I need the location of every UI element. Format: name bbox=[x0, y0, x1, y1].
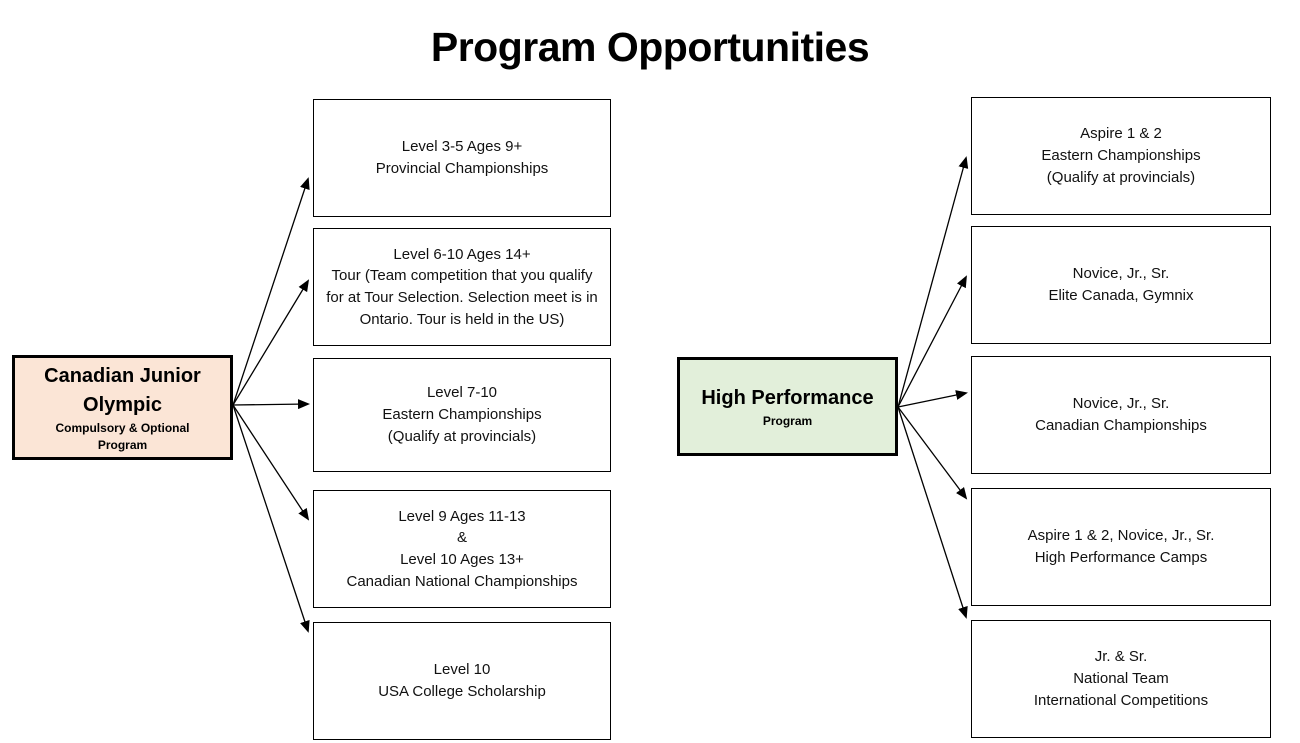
connector-arrow bbox=[897, 390, 968, 408]
opportunity-text: Eastern Championships bbox=[382, 406, 542, 424]
opportunity-text: National Team bbox=[1073, 670, 1169, 688]
opportunity-text: Aspire 1 & 2, Novice, Jr., Sr. bbox=[1027, 527, 1215, 545]
opportunity-text: Level 10 bbox=[433, 661, 491, 679]
connector-arrow bbox=[897, 406, 968, 500]
program-subtitle: Program bbox=[97, 437, 148, 452]
opportunity-box-canadian-championships: Novice, Jr., Sr. Canadian Championships bbox=[971, 356, 1271, 474]
page-title: Program Opportunities bbox=[430, 24, 870, 70]
opportunity-text: Level 7-10 bbox=[426, 384, 498, 402]
program-name: Olympic bbox=[83, 394, 162, 417]
opportunity-text: Level 3-5 Ages 9+ bbox=[401, 138, 523, 156]
connector-arrow bbox=[232, 404, 310, 521]
opportunity-text: International Competitions bbox=[1033, 691, 1209, 709]
opportunity-text: Level 10 Ages 13+ bbox=[400, 551, 524, 568]
connector-arrow bbox=[897, 406, 968, 619]
opportunity-text: Novice, Jr., Sr. bbox=[1072, 395, 1170, 413]
opportunity-box-elite-canada-gymnix: Novice, Jr., Sr. Elite Canada, Gymnix bbox=[971, 226, 1271, 344]
opportunity-text: Aspire 1 & 2 bbox=[1080, 125, 1162, 143]
connector-arrow bbox=[897, 156, 969, 408]
opportunity-text: Elite Canada, Gymnix bbox=[1048, 287, 1194, 304]
opportunity-text: High Performance Camps bbox=[1034, 549, 1208, 566]
connector-arrow bbox=[232, 404, 310, 633]
opportunity-text: (Qualify at provincials) bbox=[387, 427, 537, 445]
program-subtitle: Compulsory & Optional bbox=[55, 421, 190, 436]
opportunity-text: Level 9 Ages 11-13 bbox=[398, 507, 526, 525]
program-name: High Performance bbox=[701, 386, 874, 409]
opportunity-text: Level 6-10 Ages 14+ bbox=[393, 245, 531, 263]
opportunity-text: & bbox=[456, 529, 467, 547]
opportunity-box-canadian-national-championships: Level 9 Ages 11-13 & Level 10 Ages 13+ C… bbox=[313, 490, 611, 608]
opportunity-text: Eastern Championships bbox=[1041, 147, 1201, 165]
connector-arrow bbox=[897, 275, 967, 408]
opportunity-box-usa-college-scholarship: Level 10 USA College Scholarship bbox=[313, 622, 611, 740]
opportunity-box-aspire-eastern-championships: Aspire 1 & 2 Eastern Championships (Qual… bbox=[971, 97, 1271, 215]
opportunity-text: Provincial Championships bbox=[375, 160, 549, 177]
opportunity-box-national-team: Jr. & Sr. National Team International Co… bbox=[971, 620, 1271, 738]
opportunity-box-provincial-championships: Level 3-5 Ages 9+ Provincial Championshi… bbox=[313, 99, 611, 217]
connector-arrow bbox=[232, 399, 310, 410]
opportunity-text: Jr. & Sr. bbox=[1094, 648, 1148, 666]
program-box-canadian-junior-olympic: Canadian Junior Olympic Compulsory & Opt… bbox=[12, 355, 233, 460]
program-subtitle: Program bbox=[762, 413, 813, 428]
opportunity-box-tour: Level 6-10 Ages 14+ Tour (Team competiti… bbox=[313, 228, 611, 346]
opportunity-text: Tour (Team competition that you qualify … bbox=[326, 267, 598, 328]
opportunity-box-high-performance-camps: Aspire 1 & 2, Novice, Jr., Sr. High Perf… bbox=[971, 488, 1271, 606]
opportunity-text: USA College Scholarship bbox=[378, 683, 546, 700]
program-name: Canadian Junior bbox=[44, 365, 201, 388]
opportunity-text: Novice, Jr., Sr. bbox=[1072, 265, 1170, 283]
opportunity-box-eastern-championships: Level 7-10 Eastern Championships (Qualif… bbox=[313, 358, 611, 472]
connector-arrow bbox=[232, 279, 310, 406]
connector-arrow bbox=[232, 177, 310, 406]
opportunity-text: Canadian Championships bbox=[1035, 417, 1207, 434]
opportunity-text: (Qualify at provincials) bbox=[1046, 168, 1196, 186]
program-box-high-performance: High Performance Program bbox=[677, 357, 898, 456]
opportunity-text: Canadian National Championships bbox=[346, 572, 578, 590]
